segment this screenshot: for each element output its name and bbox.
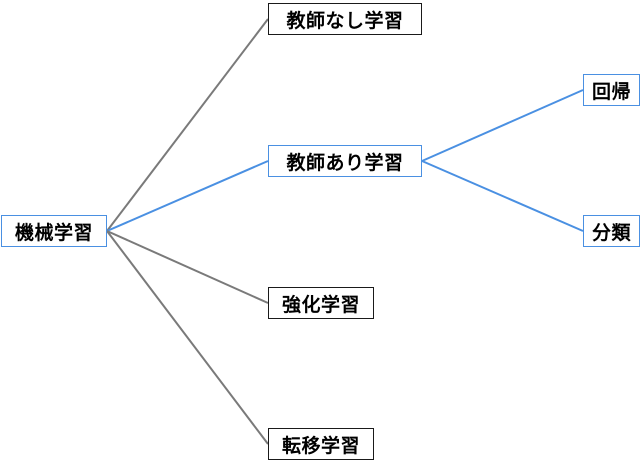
edge-root-unsupervised — [106, 18, 269, 232]
edge-root-transfer — [106, 230, 269, 445]
node-root-machine-learning[interactable]: 機械学習 — [1, 215, 107, 247]
node-classification[interactable]: 分類 — [583, 215, 640, 247]
edge-supervised-classification — [421, 160, 584, 232]
node-regression[interactable]: 回帰 — [583, 74, 640, 106]
node-reinforcement-learning[interactable]: 強化学習 — [268, 287, 374, 319]
edge-supervised-regression — [421, 89, 584, 162]
edge-root-supervised — [106, 160, 269, 232]
node-supervised-learning[interactable]: 教師あり学習 — [268, 145, 422, 177]
edge-root-reinforcement — [106, 230, 269, 304]
node-transfer-learning[interactable]: 転移学習 — [268, 428, 374, 460]
node-unsupervised-learning[interactable]: 教師なし学習 — [268, 3, 422, 35]
